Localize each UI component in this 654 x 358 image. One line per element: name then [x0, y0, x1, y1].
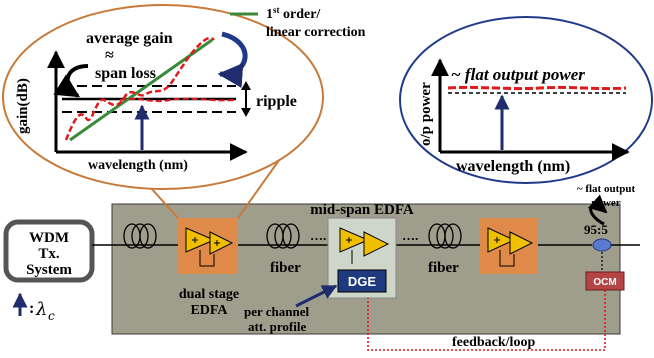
dots-1: ….: [310, 228, 326, 243]
wdm-label-2: Tx.: [38, 246, 60, 262]
lambda-sub: c: [48, 309, 55, 323]
ripple-arrow-head-bottom: [241, 108, 251, 117]
edfa-mid-span: [339, 227, 390, 264]
per-channel-label-2: att. profile: [248, 319, 306, 334]
per-channel-label-1: per channel: [244, 304, 310, 319]
legend-sup-base: 1: [266, 7, 273, 22]
fiber-label-2: fiber: [428, 260, 459, 276]
fiber-coil-1: [123, 223, 157, 249]
gain-axis-label: gain(dB): [15, 78, 31, 134]
left-curved-arrow: [53, 64, 89, 98]
per-channel-arrow: [295, 284, 338, 308]
span-loss-label: span loss: [95, 65, 156, 82]
lambda-colon: :: [29, 300, 34, 317]
fiber-coil-2: [266, 223, 300, 249]
output-curved-arrow: [587, 194, 608, 226]
wdm-label-1: WDM: [29, 230, 69, 246]
edfa-dual-stage: [178, 218, 238, 274]
ocm-label: OCM: [593, 277, 616, 288]
feedback-label: feedback/loop: [452, 335, 535, 350]
legend-rest: order/: [280, 7, 322, 22]
op-power-axis-label: o/p power: [418, 82, 434, 146]
dual-stage-label-2: EDFA: [190, 303, 228, 318]
ripple-label: ripple: [256, 93, 297, 110]
flat-output-label: ~ flat output power: [451, 65, 585, 84]
right-curved-arrow: [217, 31, 248, 88]
wdm-tx-box: [3, 219, 95, 283]
tap-ratio-label: 95:5: [584, 222, 608, 237]
legend-sup: st: [273, 5, 280, 15]
lambda-symbol: λ: [35, 299, 47, 320]
flat-output-small-1: ~ flat output: [577, 183, 636, 195]
tap-coupler: [592, 238, 612, 252]
wavelength-left-label: wavelength (nm): [88, 158, 188, 173]
approx-symbol: ≈: [105, 47, 114, 64]
wdm-label-3: System: [26, 262, 72, 278]
op-red-curve: [447, 85, 627, 91]
output-inset-ellipse: [399, 16, 653, 184]
fiber-coil-3: [428, 223, 462, 249]
dots-2: ….: [402, 228, 418, 243]
gain-ripple-curve: [64, 36, 215, 141]
wavelength-right-label: wavelength (nm): [456, 158, 570, 175]
average-gain-label: average gain: [86, 30, 173, 47]
gain-flat-curve: [119, 97, 237, 103]
legend-text-1: 1st order/: [266, 5, 321, 22]
legend-text-2: linear correction: [266, 25, 366, 40]
dge-box: [337, 269, 387, 293]
ripple-arrow-head-top: [241, 81, 251, 90]
dual-stage-label-1: dual stage: [179, 287, 239, 302]
feedback-loop-path: [367, 290, 606, 351]
dge-label: DGE: [348, 274, 377, 289]
fiber-label-1: fiber: [270, 260, 301, 276]
zoom-line-right: [237, 155, 283, 219]
mid-span-label: mid-span EDFA: [310, 202, 414, 218]
edfa-3: [480, 218, 538, 274]
